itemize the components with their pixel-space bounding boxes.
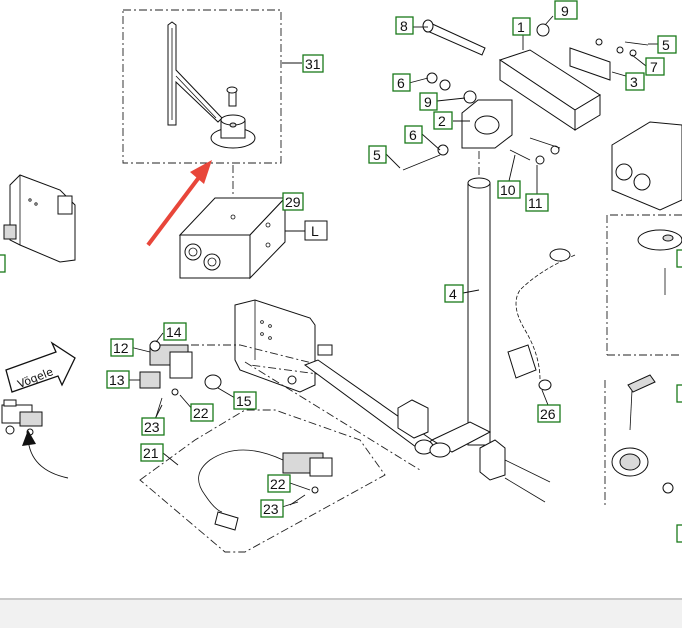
callout-box-21 — [140, 443, 164, 462]
callout-box-edge-2 — [676, 384, 682, 403]
right-housing — [611, 121, 682, 295]
callout-box-9-mid — [419, 92, 438, 111]
bolt-8 — [422, 19, 486, 56]
switch-assembly — [139, 340, 222, 421]
left-housing — [3, 174, 76, 263]
mounting-plate — [234, 299, 333, 393]
callout-box-11 — [525, 193, 549, 212]
highlight-arrow-icon — [146, 160, 212, 247]
callout-box-9-top — [554, 0, 578, 20]
callout-6-low: 6 — [409, 127, 417, 143]
valve-block-29 — [178, 196, 287, 280]
callout-3: 3 — [630, 74, 638, 90]
callout-23-top: 23 — [144, 419, 160, 435]
callout-labels: 31 29 L 8 1 9 6 9 2 6 5 5 7 3 10 11 4 — [0, 0, 682, 543]
callout-box-23-top — [141, 417, 165, 436]
horizontal-tube — [303, 359, 434, 455]
voegele-logo: Vögele — [5, 341, 76, 393]
callout-box-26 — [537, 404, 561, 423]
rotation-arrow-icon — [22, 430, 36, 446]
bracket-1 — [498, 49, 601, 131]
callout-21: 21 — [143, 445, 159, 461]
callout-box-8 — [395, 16, 414, 35]
callout-box-12 — [110, 338, 134, 357]
sensor-inset-frame — [139, 409, 386, 553]
sensor-cable-26 — [507, 248, 576, 391]
sensor-cable — [198, 449, 333, 531]
leader-lines — [125, 15, 658, 508]
right-clamp — [611, 374, 674, 494]
callout-6-top: 6 — [397, 75, 405, 91]
callout-box-edge-left — [0, 254, 6, 273]
callout-box-23-bottom — [260, 499, 284, 518]
side-label: L — [311, 223, 319, 239]
callout-box-15 — [233, 391, 257, 410]
callout-22-bottom: 22 — [270, 476, 286, 492]
callout-11: 11 — [528, 195, 543, 211]
callout-box-5-left — [368, 145, 387, 164]
detail-inset-frame — [122, 9, 282, 164]
callout-box-22-bottom — [267, 474, 291, 493]
callout-box-13 — [106, 370, 130, 389]
left-bracket-parts — [1, 399, 43, 436]
callout-box-10 — [497, 180, 521, 199]
callout-box-3 — [625, 72, 645, 91]
callout-29: 29 — [285, 194, 301, 210]
callout-box-6-top — [392, 73, 411, 92]
callout-2: 2 — [438, 113, 446, 129]
callout-box-31 — [302, 54, 324, 73]
grease-fitting-detail — [167, 21, 256, 149]
side-label-box — [304, 220, 328, 241]
callout-box-1 — [512, 17, 531, 36]
clamp-2 — [461, 99, 513, 149]
callout-1: 1 — [517, 19, 525, 35]
callout-26: 26 — [540, 406, 556, 422]
callout-4: 4 — [449, 286, 457, 302]
callout-7: 7 — [650, 59, 658, 75]
callout-box-2 — [433, 111, 453, 130]
bottom-scroll-bar[interactable] — [0, 598, 682, 628]
callout-box-5-edge — [676, 249, 682, 268]
callout-9-mid: 9 — [424, 94, 432, 110]
callout-9-top: 9 — [561, 3, 569, 19]
small-parts — [402, 23, 649, 171]
callout-5-left: 5 — [373, 147, 381, 163]
callout-box-29 — [282, 192, 304, 211]
callout-14: 14 — [166, 324, 182, 340]
vertical-post — [429, 177, 551, 503]
callout-31: 31 — [305, 56, 321, 72]
callout-box-7 — [645, 57, 665, 76]
callout-box-22-top — [190, 403, 214, 422]
callout-22-top: 22 — [193, 405, 209, 421]
callout-box-14 — [163, 322, 187, 341]
callout-5-right: 5 — [662, 37, 670, 53]
callout-box-5-right — [657, 35, 677, 54]
callout-13: 13 — [109, 372, 125, 388]
callout-23-bottom: 23 — [263, 501, 279, 517]
callout-box-4 — [444, 284, 464, 303]
callout-box-6-low — [404, 125, 423, 144]
plate-3 — [569, 47, 611, 81]
callout-8: 8 — [400, 18, 408, 34]
callout-12: 12 — [113, 340, 129, 356]
callout-15: 15 — [236, 393, 252, 409]
callout-10: 10 — [500, 182, 516, 198]
callout-box-edge-3 — [676, 524, 682, 543]
